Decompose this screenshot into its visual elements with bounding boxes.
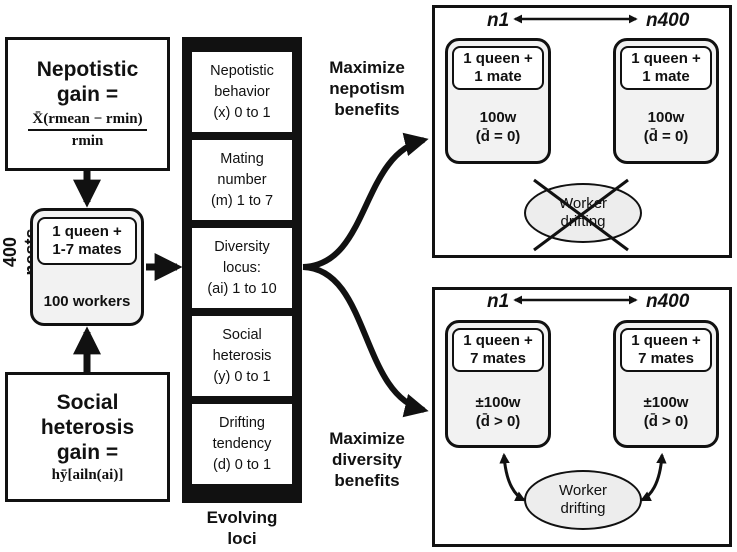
top-nest-1-queen: 1 queen +1 mate <box>452 46 544 90</box>
evolving-loci-caption: Evolving loci <box>206 508 278 548</box>
nepotistic-gain-numerator: X̄(rmean − rmin) <box>28 109 147 131</box>
bottom-nest-1-workers: ±100w(d̄ > 0) <box>475 394 521 430</box>
maximize-diversity-label: Maximize diversity benefits <box>329 428 405 490</box>
bottom-nest-400-queen: 1 queen +7 mates <box>620 328 712 372</box>
nepotistic-gain-formula: X̄(rmean − rmin) rmin <box>28 109 147 151</box>
nepotistic-gain-box: Nepotistic gain = X̄(rmean − rmin) rmin <box>5 37 170 171</box>
nepotistic-gain-title: Nepotistic gain = <box>36 58 139 106</box>
bottom-nest-400-workers: ±100w(d̄ > 0) <box>643 394 689 430</box>
central-nest-workers: 100 workers <box>43 293 131 310</box>
central-nest-queen: 1 queen + 1-7 mates <box>37 217 137 265</box>
social-heterosis-gain-formula: hȳ[ailn(ai)] <box>51 466 124 483</box>
nepotistic-gain-denominator: rmin <box>71 133 104 149</box>
top-nest-400-workers: 100w(d̄ = 0) <box>643 109 689 145</box>
bottom-n1-label: n1 <box>487 291 510 312</box>
social-heterosis-gain-title: Social heterosis gain = <box>40 390 135 464</box>
top-nest-400-queen: 1 queen +1 mate <box>620 46 712 90</box>
top-n400-label: n400 <box>646 10 690 31</box>
bottom-n400-label: n400 <box>646 291 690 312</box>
maximize-nepotism-label: Maximize nepotism benefits <box>329 57 405 119</box>
top-n1-label: n1 <box>487 10 510 31</box>
bottom-nest-1-queen: 1 queen +7 mates <box>452 328 544 372</box>
drifting-cross-line-2 <box>533 178 629 252</box>
arrow-loci-to-nepotism <box>302 132 429 270</box>
top-nest-1-workers: 100w(d̄ = 0) <box>475 109 521 145</box>
arrow-loci-to-diversity <box>302 264 429 418</box>
social-heterosis-gain-box: Social heterosis gain = hȳ[ailn(ai)] <box>5 372 170 502</box>
drift-arrow-right <box>640 452 667 502</box>
drift-arrow-left <box>499 452 526 502</box>
